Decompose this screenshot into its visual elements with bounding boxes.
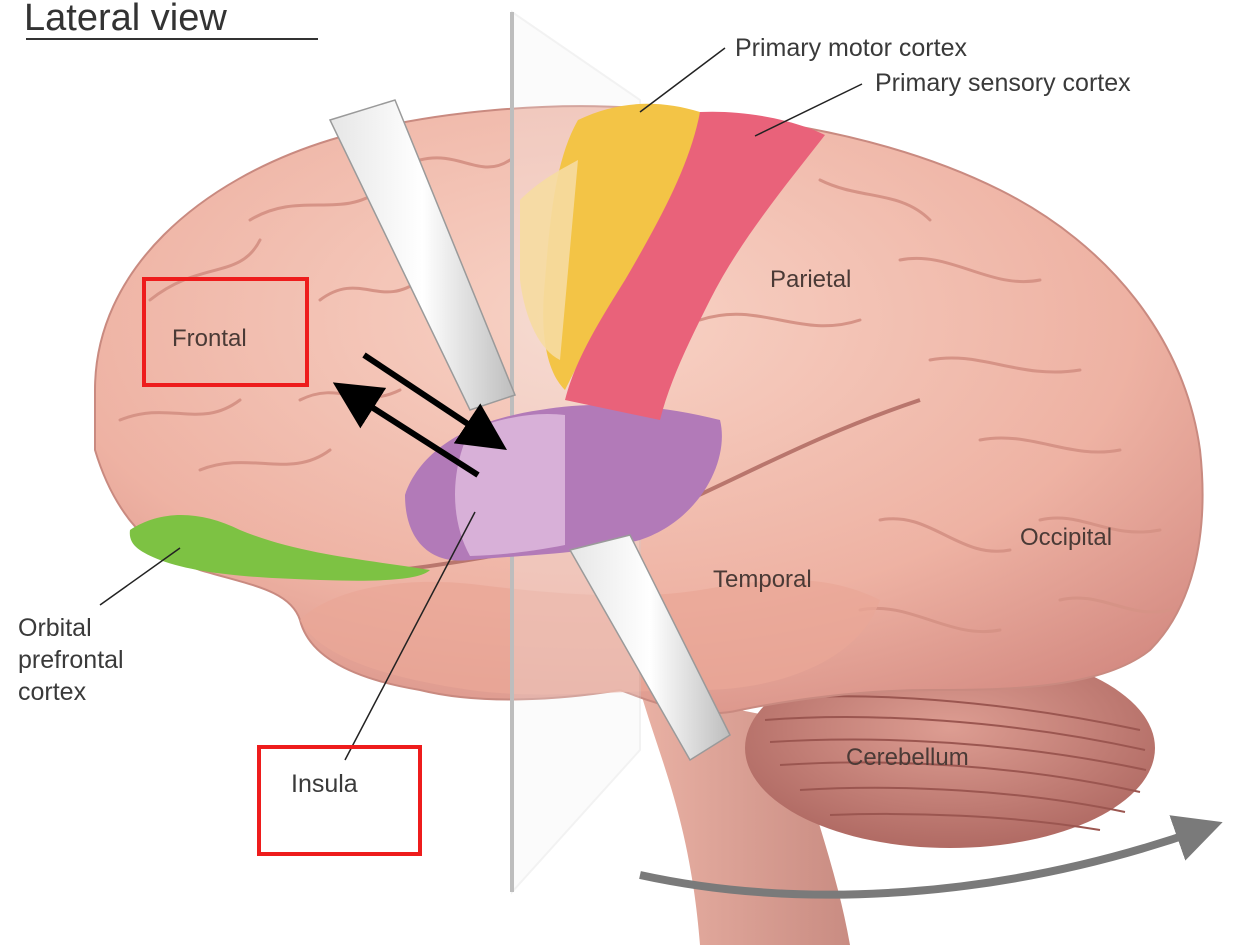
label-temporal: Temporal [713,566,812,593]
label-insula: Insula [291,770,358,798]
label-frontal: Frontal [172,325,247,352]
insula-highlight-box [259,747,420,854]
label-parietal: Parietal [770,266,851,293]
label-cerebellum: Cerebellum [846,744,969,771]
label-orbital-line-1: Orbital [18,614,92,642]
label-occipital: Occipital [1020,524,1112,551]
label-primary-sensory-cortex: Primary sensory cortex [875,69,1131,97]
leader-orbital [100,548,180,605]
label-orbital-line-3: cortex [18,678,87,706]
leader-motor [640,48,725,112]
label-orbital-line-2: prefrontal [18,646,124,674]
diagram-title: Lateral view [24,0,227,39]
label-primary-motor-cortex: Primary motor cortex [735,34,967,62]
insula-light-region [455,414,565,556]
